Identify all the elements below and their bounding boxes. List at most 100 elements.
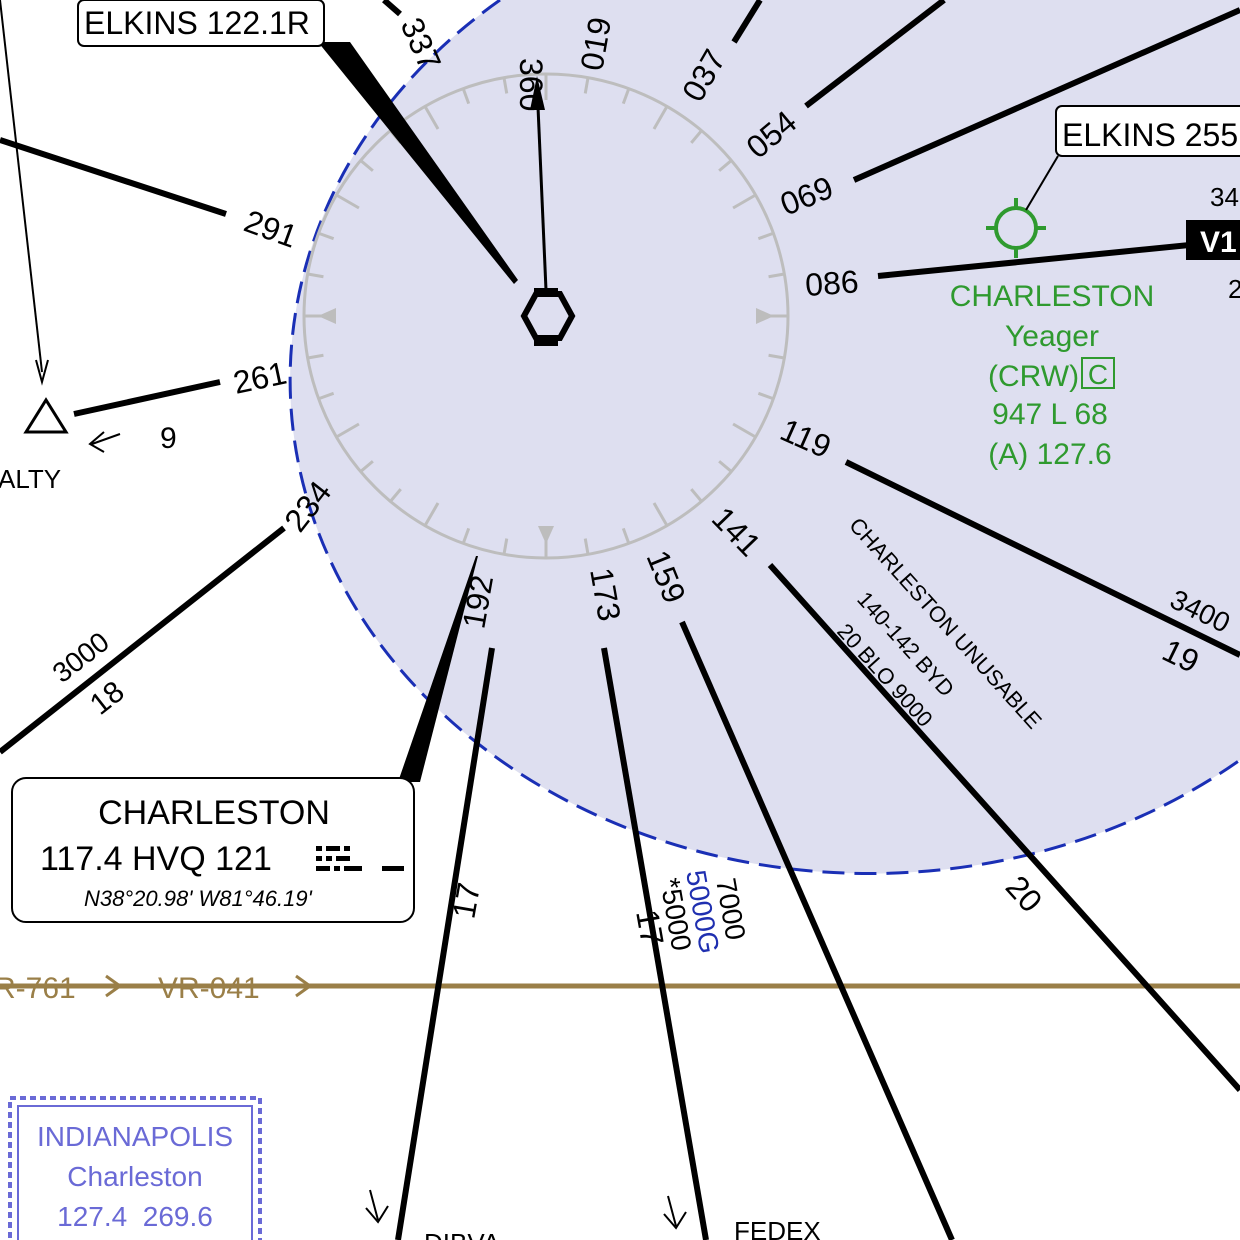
- compass-tick: [583, 77, 590, 94]
- airport-subname: Yeager: [1005, 320, 1099, 353]
- compass-tick: [768, 353, 785, 360]
- victor-badge-label: V1: [1200, 226, 1237, 259]
- elkins-top-box: [77, 0, 325, 47]
- down-arrow-icon-b: [663, 1195, 687, 1230]
- victor-badge: [1186, 220, 1240, 260]
- compass-tick: [621, 527, 631, 544]
- compass-tick: [732, 422, 757, 439]
- compass-tick: [359, 159, 374, 172]
- compass-tick: [335, 422, 360, 439]
- compass-tick: [718, 159, 733, 172]
- north-pointer: [535, 83, 548, 291]
- radial-360: 360: [513, 58, 549, 111]
- compass-tick: [461, 527, 471, 544]
- compass-tick: [652, 502, 669, 527]
- radial-261: 261: [230, 355, 290, 401]
- compass-tick: [757, 231, 774, 241]
- airway-337: [382, 0, 402, 17]
- compass-tick: [307, 353, 324, 360]
- airway-086: [877, 237, 1240, 279]
- vr041-label: VR-041: [158, 972, 260, 1005]
- compass-cardinal-marker: [538, 526, 554, 544]
- airway-037: [731, 0, 763, 44]
- elkins-right-label: ELKINS 255: [1062, 117, 1238, 153]
- airport-ident: (CRW): [988, 360, 1079, 393]
- compass-rose: [302, 72, 790, 560]
- vor-info-box: [11, 777, 415, 923]
- dist-17-b: 17: [629, 907, 671, 948]
- compass-tick: [307, 272, 324, 279]
- compass-tick: [318, 231, 335, 241]
- elkins-right-leader: [1025, 155, 1059, 211]
- dist-9: 9: [160, 422, 177, 455]
- down-arrow-icon-a: [365, 1189, 389, 1224]
- vr761-label: R-761: [0, 972, 76, 1005]
- compass-tick: [690, 129, 703, 144]
- vor-freq: 117.4 HVQ 121: [40, 840, 272, 878]
- airspace-class-letter: C: [1088, 359, 1108, 390]
- label-2: 2: [1228, 274, 1240, 304]
- airway-069: [852, 7, 1240, 183]
- airway-054: [804, 0, 946, 109]
- compass-tick: [335, 193, 360, 210]
- compass-tick: [621, 88, 631, 105]
- compass-tick: [318, 391, 335, 401]
- airport-atis: (A) 127.6: [988, 438, 1111, 471]
- airspace-area: [290, 0, 1240, 874]
- airport-name: CHARLESTON: [950, 280, 1155, 313]
- compass-tick: [690, 488, 703, 503]
- compass-tick: [652, 105, 669, 130]
- compass-tick: [423, 502, 440, 527]
- artcc-box-inner: [17, 1105, 253, 1240]
- airspace-class-box: [1081, 357, 1115, 389]
- radial-291: 291: [240, 203, 302, 255]
- fix-triangle-left: [23, 397, 69, 434]
- vor-coords: N38°20.98' W81°46.19': [84, 886, 313, 911]
- morse-code-icon: [316, 846, 404, 871]
- left-arrow-icon: [88, 431, 121, 453]
- compass-tick: [732, 193, 757, 210]
- vor-symbol: [520, 288, 576, 346]
- airway-173: [601, 647, 709, 1240]
- airway-234: [0, 525, 286, 755]
- compass-cardinal-marker: [756, 308, 774, 324]
- elkins-right-box: [1055, 105, 1240, 157]
- compass-tick: [502, 538, 509, 555]
- compass-tick: [583, 538, 590, 555]
- label-34: 34: [1210, 182, 1239, 212]
- airway-159: [679, 620, 955, 1240]
- artcc-freqs: 127.4 269.6: [57, 1201, 213, 1232]
- vor-box-leader: [398, 556, 478, 782]
- airway-192: [395, 647, 495, 1240]
- compass-tick: [757, 391, 774, 401]
- dist-17-a: 17: [445, 880, 487, 921]
- airport-symbol: [986, 198, 1046, 258]
- compass-tick: [359, 460, 374, 473]
- elkins-leader: [318, 42, 518, 284]
- artcc-sub: Charleston: [67, 1161, 202, 1192]
- airway-291: [0, 137, 227, 217]
- vor-name: CHARLESTON: [98, 794, 330, 832]
- fix-label-left: ALTY: [0, 464, 61, 494]
- course-arrowhead: [35, 359, 49, 386]
- radial-086: 086: [804, 263, 860, 303]
- compass-tick: [768, 272, 785, 279]
- airspace-boundary: [288, 0, 1240, 876]
- compass-tick: [461, 88, 471, 105]
- airway-261: [73, 379, 221, 417]
- airport-data: 947 L 68: [992, 398, 1108, 431]
- compass-tick: [718, 460, 733, 473]
- fix-label-bottom-a: DIBVA: [424, 1228, 501, 1240]
- compass-tick: [389, 488, 402, 503]
- vr761-arrow: [88, 974, 123, 998]
- artcc-name: INDIANAPOLIS: [37, 1121, 233, 1152]
- north-pointer-head: [530, 76, 545, 110]
- course-line: [0, 0, 43, 373]
- airway-141: [767, 562, 1240, 1093]
- airway-119: [844, 459, 1240, 658]
- artcc-box: [8, 1096, 262, 1240]
- compass-cardinal-marker: [318, 308, 336, 324]
